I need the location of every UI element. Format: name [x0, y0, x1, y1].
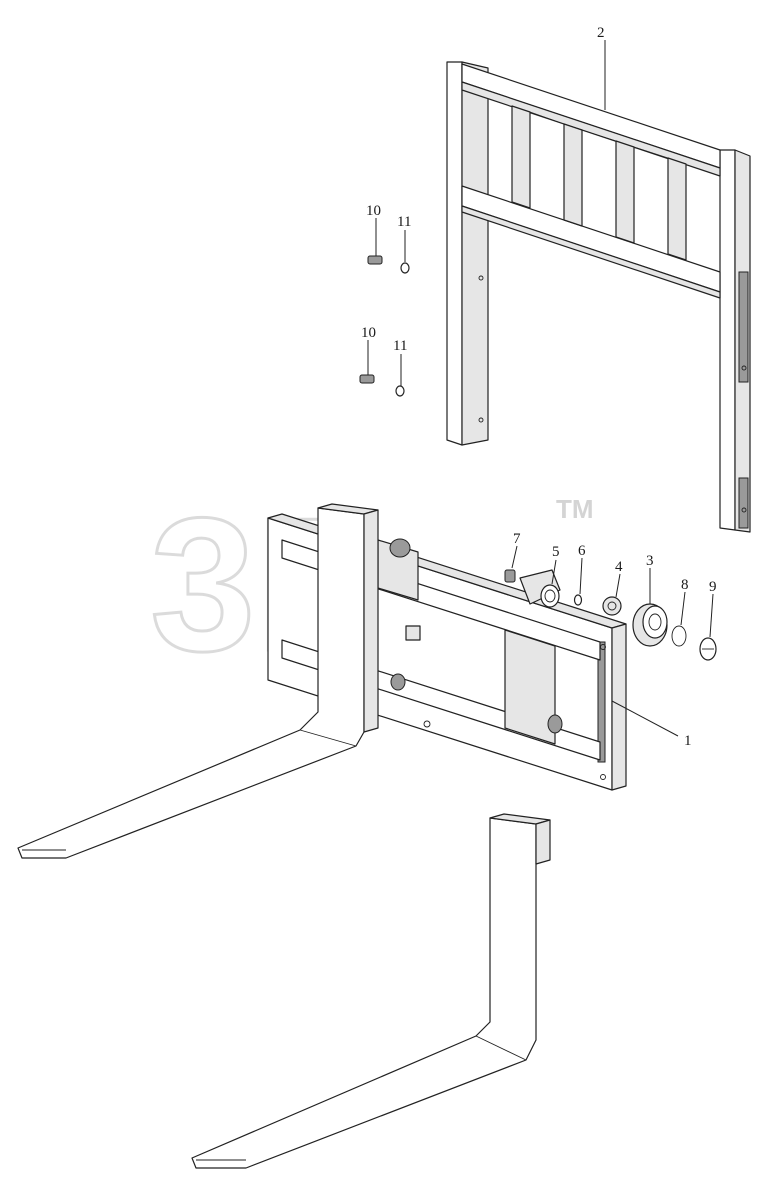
washer-upper	[400, 262, 410, 274]
callout-11b: 11	[393, 338, 407, 354]
leader-lines	[367, 40, 714, 737]
retaining-ring	[671, 625, 687, 647]
callout-8: 8	[681, 577, 689, 593]
pin	[573, 594, 583, 606]
set-screw	[504, 569, 516, 583]
callout-2: 2	[597, 25, 605, 41]
fork-tine-mounted	[17, 503, 379, 859]
watermark-trademark: TM	[556, 494, 594, 524]
fork-tine-loose	[191, 813, 551, 1169]
nut	[602, 596, 622, 616]
callout-4: 4	[615, 559, 623, 575]
bearing	[632, 603, 668, 647]
load-backrest	[446, 61, 751, 533]
washer-lower	[395, 385, 405, 397]
callout-3: 3	[646, 553, 654, 569]
callout-11a: 11	[397, 214, 411, 230]
callout-6: 6	[578, 543, 586, 559]
bolt-upper	[367, 255, 383, 265]
callout-1: 1	[684, 733, 692, 749]
callout-10b: 10	[361, 325, 376, 341]
callouts: 1 2 3 4 5 6 7 8 9 10 11 10 11	[361, 25, 717, 749]
circlip	[699, 637, 717, 661]
bushing	[519, 569, 561, 608]
callout-7: 7	[513, 531, 521, 547]
callout-9: 9	[709, 579, 717, 595]
bolt-lower	[359, 374, 375, 384]
hardware-parts	[359, 255, 717, 661]
callout-10a: 10	[366, 203, 381, 219]
callout-5: 5	[552, 544, 560, 560]
